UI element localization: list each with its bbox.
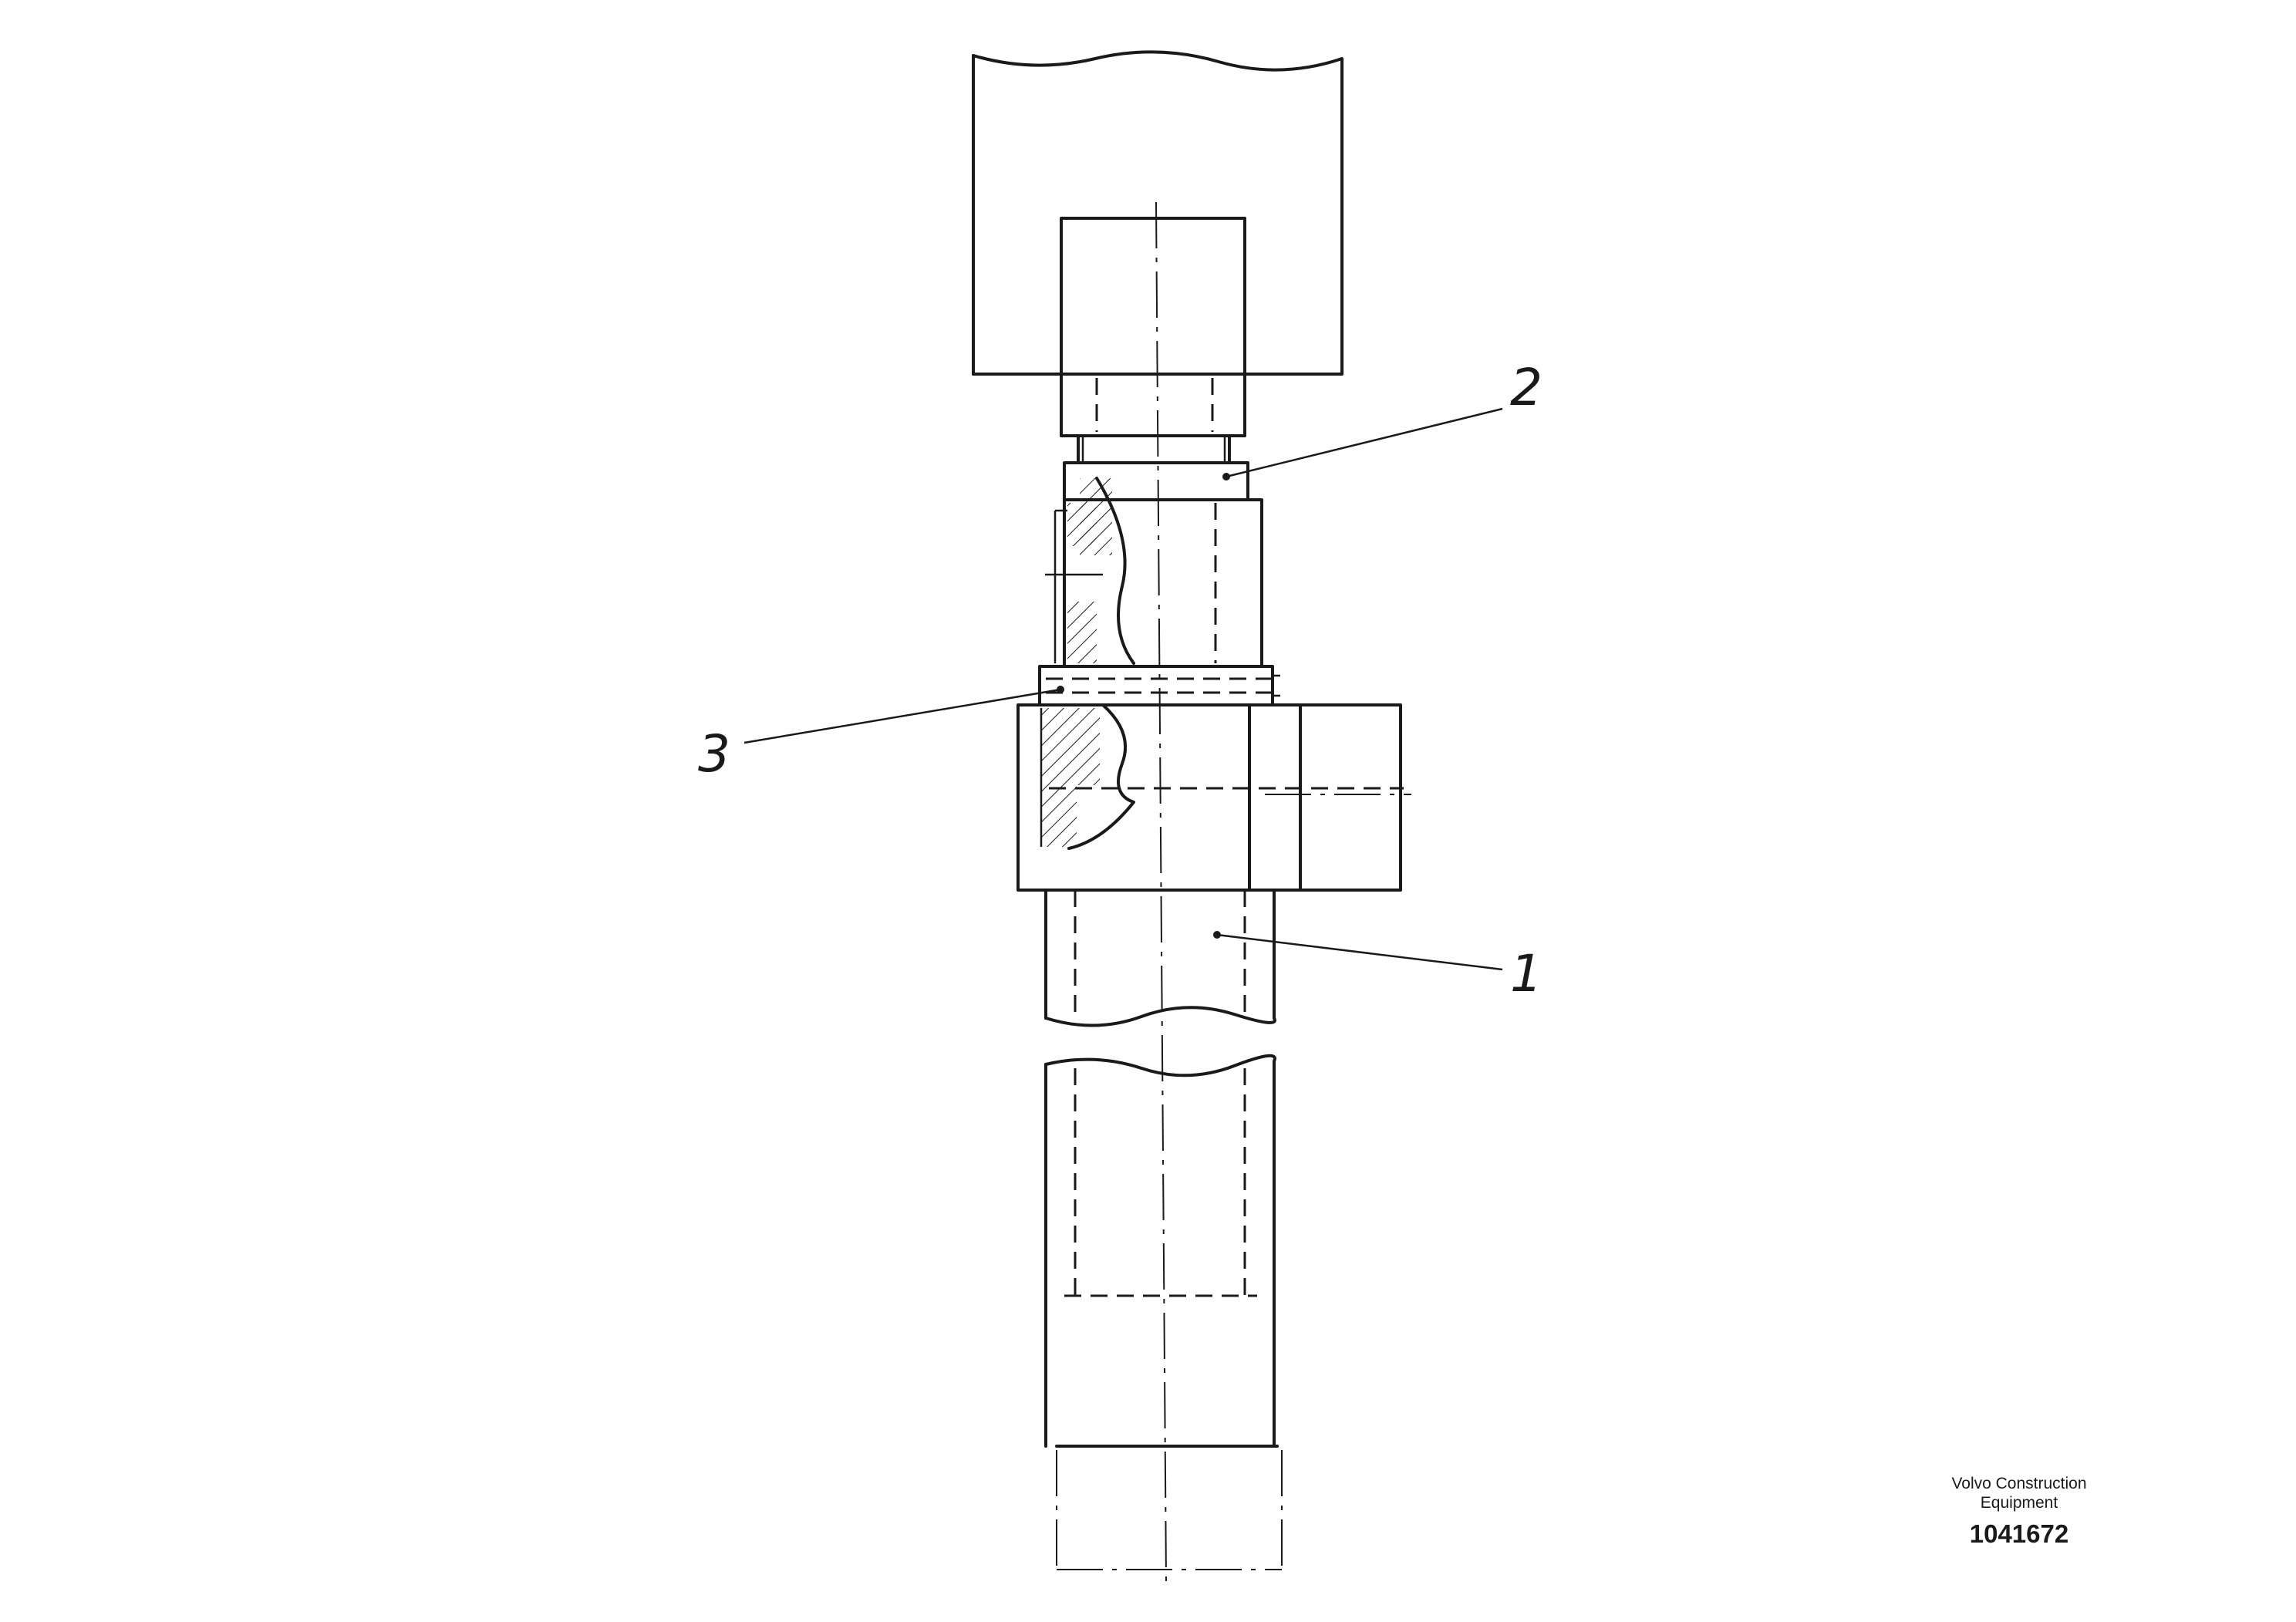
brand-block: Volvo Construction Equipment 1041672 [1951,1475,2086,1548]
leader-2 [1226,407,1503,478]
tube-extension [1056,1450,1283,1570]
collar-block [1017,703,1404,892]
callout-1: 1 [1510,944,1542,1003]
callout-2: 2 [1510,358,1542,417]
leader-lines [743,407,1503,971]
cylinder-head [1060,217,1246,437]
upper-sleeve [1045,477,1263,668]
leader-3 [743,688,1061,744]
main-tube-lower [1044,1054,1279,1448]
brand-line-2: Equipment [1981,1494,2058,1512]
brand-line-1: Volvo Construction [1951,1475,2086,1492]
centerline [1155,201,1167,1582]
callout-3: 3 [698,724,730,784]
main-tube-upper [1044,889,1276,1027]
leader-1 [1216,933,1503,971]
document-number: 1041672 [1970,1519,2068,1548]
upper-housing [972,50,1344,376]
